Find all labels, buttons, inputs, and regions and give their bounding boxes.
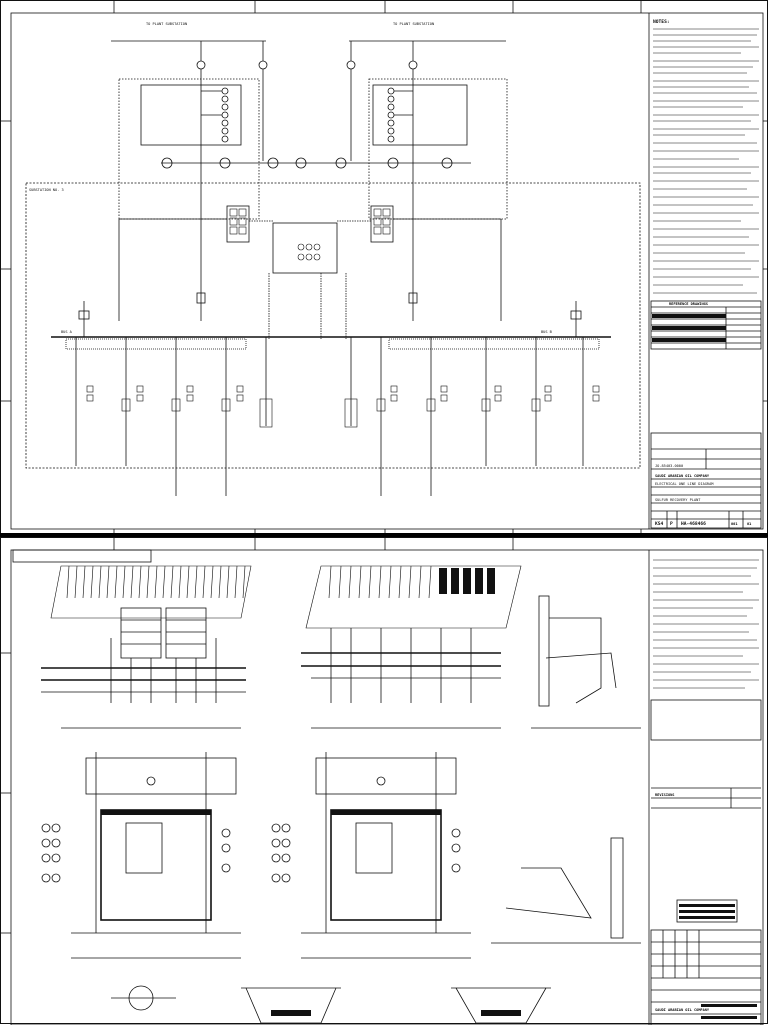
drawing-title-2: SULFUR RECOVERY PLANT (655, 498, 701, 502)
one-line-diagram-drawing: TO PLANT SUBSTATION TO PLANT SUBSTATION … (1, 1, 768, 538)
svg-text:TO PLANT SUBSTATION: TO PLANT SUBSTATION (146, 22, 187, 26)
one-line-diagram-sheet: TO PLANT SUBSTATION TO PLANT SUBSTATION … (0, 0, 768, 538)
sheet-divider (0, 533, 768, 537)
svg-text:BUS A: BUS A (61, 330, 73, 334)
notes-title: NOTES: (653, 19, 670, 25)
plant-code: KS4 (655, 521, 664, 527)
drawing-class: P (670, 521, 673, 527)
revisions-title: REVISIONS (655, 793, 674, 797)
installation-details-sheet: REVISIONS SAUDI ARABIAN OIL COMPANY (0, 537, 768, 1026)
revision-number: 01 (747, 522, 751, 526)
company-name: SAUDI ARABIAN OIL COMPANY (655, 474, 710, 478)
svg-text:BUS B: BUS B (541, 330, 552, 334)
installation-details-drawing: REVISIONS SAUDI ARABIAN OIL COMPANY (1, 538, 764, 1026)
svg-text:TO PLANT SUBSTATION: TO PLANT SUBSTATION (393, 22, 434, 26)
sheet-number: 001 (731, 522, 738, 526)
job-order: JO-85403-0000 (655, 464, 683, 468)
reference-drawings-title: REFERENCE DRAWINGS (669, 302, 708, 306)
drawing-number: HA-468466 (681, 521, 706, 527)
drawing-title-1: ELECTRICAL ONE LINE DIAGRAM (655, 482, 714, 486)
svg-text:SUBSTATION NO. 3: SUBSTATION NO. 3 (29, 188, 64, 192)
bottom-company-name: SAUDI ARABIAN OIL COMPANY (655, 1008, 710, 1012)
